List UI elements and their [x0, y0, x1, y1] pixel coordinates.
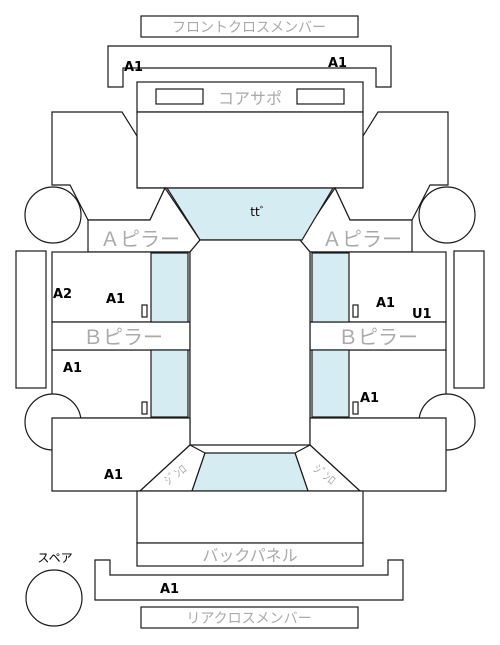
right-front-door-handle	[352, 304, 359, 318]
right-rocker-panel	[453, 250, 485, 389]
roof	[189, 239, 311, 446]
code-left-front-door: A1	[106, 292, 125, 307]
right-front-window	[311, 252, 350, 323]
b-pillar-right-label: Ｂピラー	[338, 325, 418, 349]
windshield-label: ttﾞ	[250, 205, 265, 219]
trunk-lid	[136, 490, 364, 544]
back-panel-label: バックパネル	[202, 546, 297, 565]
a-pillar-left-label: Ａピラー	[100, 227, 180, 251]
rear-cross-member-label: リアクロスメンバー	[186, 611, 311, 627]
left-rear-window	[150, 349, 189, 418]
spare-tire	[25, 569, 83, 627]
code-left-rear-door: A1	[63, 361, 82, 376]
left-rear-door-handle	[141, 401, 148, 415]
rear-bumper-outline	[94, 559, 404, 601]
left-front-window	[150, 252, 189, 323]
right-headlight	[296, 88, 345, 105]
right-rear-window	[311, 349, 350, 418]
code-right-rear-door: A1	[360, 391, 379, 406]
front-cross-member-label: フロントクロスメンバー	[172, 20, 326, 36]
code-front-right: A1	[328, 56, 347, 71]
code-right-front-door: A1	[376, 296, 395, 311]
code-right-rocker: U1	[412, 307, 432, 322]
rear-window	[191, 452, 309, 492]
hood	[136, 111, 364, 189]
back-panel-box	[136, 542, 364, 567]
left-front-door-handle	[141, 304, 148, 318]
front-left-wheel	[24, 186, 82, 244]
right-rear-door-handle	[352, 401, 359, 415]
code-front-left: A1	[124, 60, 143, 75]
code-left-rocker: A2	[53, 287, 72, 302]
b-pillar-left-label: Ｂピラー	[83, 325, 163, 349]
windshield	[165, 187, 335, 241]
front-right-wheel	[418, 186, 476, 244]
left-rocker-panel	[15, 250, 47, 389]
spare-label: スペア	[37, 551, 72, 565]
rear-cross-member-box	[140, 606, 359, 629]
front-cross-member-box	[140, 15, 359, 38]
front-bumper-outline	[107, 45, 392, 88]
core-support-label: コアサポ	[218, 89, 282, 108]
code-rear-cross: A1	[160, 582, 179, 597]
code-rear-left: A1	[104, 468, 123, 483]
a-pillar-right-label: Ａピラー	[322, 227, 402, 251]
left-headlight	[155, 88, 204, 105]
